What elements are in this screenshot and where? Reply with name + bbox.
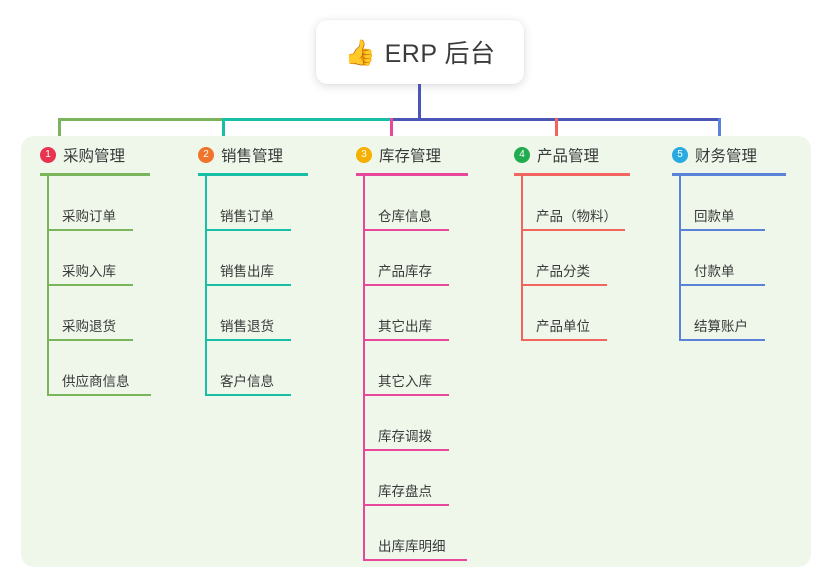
list-item[interactable]: 产品库存 (363, 231, 449, 286)
list-item-label: 产品单位 (536, 319, 590, 334)
list-item-label: 产品（物料） (536, 209, 617, 224)
thumbs-up-icon: 👍 (344, 38, 376, 67)
list-item[interactable]: 付款单 (679, 231, 765, 286)
list-item[interactable]: 供应商信息 (47, 341, 151, 396)
column-header-2[interactable]: 2 销售管理 (196, 136, 337, 173)
root-node[interactable]: 👍 ERP 后台 (316, 20, 524, 84)
connector-drop-2 (222, 118, 225, 140)
connector-drop-4 (555, 118, 558, 140)
connector-drop-1 (58, 118, 61, 140)
list-item[interactable]: 其它出库 (363, 286, 449, 341)
column-rule-2 (198, 173, 308, 176)
column-header-1[interactable]: 1 采购管理 (38, 136, 179, 173)
connector-trunk (418, 84, 421, 120)
list-item[interactable]: 销售退货 (205, 286, 291, 341)
column-rule-1 (40, 173, 150, 176)
list-item-label: 仓库信息 (378, 209, 432, 224)
list-item[interactable]: 结算账户 (679, 286, 765, 341)
list-item[interactable]: 销售出库 (205, 231, 291, 286)
connector-bus-left (58, 118, 225, 121)
column-header-4[interactable]: 4 产品管理 (512, 136, 653, 173)
column-1: 1 采购管理采购订单采购入库采购退货供应商信息 (21, 136, 179, 567)
list-item-label: 销售出库 (220, 264, 274, 279)
list-item-label: 其它入库 (378, 374, 432, 389)
list-item-label: 客户信息 (220, 374, 274, 389)
column-header-5[interactable]: 5 财务管理 (670, 136, 811, 173)
list-item[interactable]: 采购订单 (47, 176, 133, 231)
column-2: 2 销售管理销售订单销售出库销售退货客户信息 (179, 136, 337, 567)
column-5: 5 财务管理回款单付款单结算账户 (653, 136, 811, 567)
list-item[interactable]: 销售订单 (205, 176, 291, 231)
list-item[interactable]: 产品（物料） (521, 176, 625, 231)
list-item[interactable]: 其它入库 (363, 341, 449, 396)
list-item-label: 销售订单 (220, 209, 274, 224)
list-item-label: 回款单 (694, 209, 735, 224)
connector-drop-5 (718, 118, 721, 140)
list-item[interactable]: 库存盘点 (363, 451, 449, 506)
column-badge-4: 4 (514, 146, 530, 163)
list-item-label: 结算账户 (694, 319, 748, 334)
connector-drop-3 (390, 118, 393, 140)
list-item[interactable]: 产品分类 (521, 231, 607, 286)
column-title-3: 库存管理 (379, 147, 442, 165)
list-item[interactable]: 出库库明细 (363, 506, 467, 561)
list-item-label: 库存调拨 (378, 429, 432, 444)
column-badge-5: 5 (672, 146, 688, 163)
column-items-2: 销售订单销售出库销售退货客户信息 (205, 176, 337, 396)
column-badge-2: 2 (198, 146, 214, 163)
column-rule-3 (356, 173, 468, 176)
list-item-label: 产品库存 (378, 264, 432, 279)
list-item-label: 采购订单 (62, 209, 116, 224)
list-item-label: 产品分类 (536, 264, 590, 279)
column-title-5: 财务管理 (695, 147, 758, 165)
list-item-label: 付款单 (694, 264, 735, 279)
column-rule-5 (672, 173, 786, 176)
list-item-label: 其它出库 (378, 319, 432, 334)
list-item-label: 采购退货 (62, 319, 116, 334)
column-rule-4 (514, 173, 630, 176)
column-badge-3: 3 (356, 146, 372, 163)
column-title-2: 销售管理 (221, 147, 284, 165)
column-4: 4 产品管理产品（物料） 产品分类产品单位 (495, 136, 653, 567)
list-item-label: 销售退货 (220, 319, 274, 334)
column-title-4: 产品管理 (537, 147, 600, 165)
column-items-1: 采购订单采购入库采购退货供应商信息 (47, 176, 179, 396)
column-items-4: 产品（物料） 产品分类产品单位 (521, 176, 653, 341)
columns-container: 1 采购管理采购订单采购入库采购退货供应商信息 2 销售管理销售订单销售出库销售退货客… (21, 136, 811, 567)
list-item-label: 出库库明细 (378, 539, 446, 554)
column-header-3[interactable]: 3 库存管理 (354, 136, 495, 173)
column-items-3: 仓库信息产品库存其它出库其它入库库存调拨库存盘点出库库明细 (363, 176, 495, 561)
column-badge-1: 1 (40, 146, 56, 163)
list-item[interactable]: 回款单 (679, 176, 765, 231)
column-title-1: 采购管理 (63, 147, 126, 165)
list-item[interactable]: 仓库信息 (363, 176, 449, 231)
list-item[interactable]: 产品单位 (521, 286, 607, 341)
list-item[interactable]: 采购退货 (47, 286, 133, 341)
connector-bus-mid (222, 118, 393, 121)
list-item-label: 库存盘点 (378, 484, 432, 499)
column-items-5: 回款单付款单结算账户 (679, 176, 811, 341)
list-item[interactable]: 客户信息 (205, 341, 291, 396)
root-title: ERP 后台 (384, 40, 496, 68)
column-3: 3 库存管理仓库信息产品库存其它出库其它入库库存调拨库存盘点出库库明细 (337, 136, 495, 567)
list-item[interactable]: 库存调拨 (363, 396, 449, 451)
list-item-label: 采购入库 (62, 264, 116, 279)
list-item[interactable]: 采购入库 (47, 231, 133, 286)
list-item-label: 供应商信息 (62, 374, 130, 389)
